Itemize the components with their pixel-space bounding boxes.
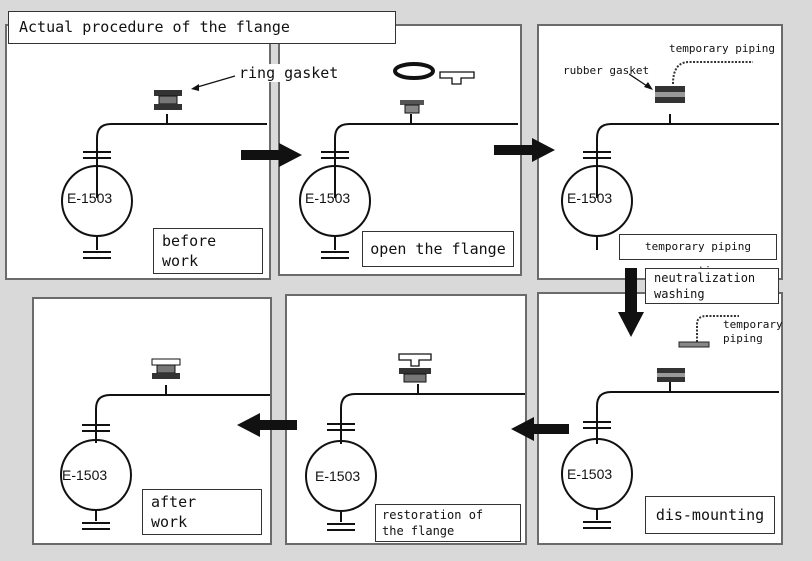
panel-dis-mounting: temporary piping E-1503 dis-mounting	[537, 292, 783, 545]
step-label-temporary-piping-mounting: temporary piping mounting	[619, 234, 777, 277]
arrow-right-1	[241, 143, 302, 167]
vessel-label: E-1503	[305, 190, 351, 206]
arrow-right-2	[494, 138, 555, 162]
panel-before-work: E-1503 before work	[5, 24, 271, 280]
flange-diagram-before	[61, 75, 267, 259]
arrow-left-2	[237, 413, 297, 437]
rubber-gasket-label: rubber gasket	[563, 64, 650, 77]
flange-with-rubber-gasket	[655, 86, 685, 103]
panel-open-flange: E-1503 open the flange	[278, 24, 522, 276]
ring-gasket-label: ring gasket	[237, 64, 341, 82]
page-title: Actual procedure of the flange	[8, 11, 396, 44]
arrow-down	[618, 268, 644, 337]
temporary-piping-removed-label: temporary piping	[723, 318, 783, 345]
neutralization-washing-note: neutralization washing	[645, 268, 779, 304]
step-label-dis-mounting: dis-mounting	[645, 496, 775, 534]
flange-diagram-temporary-piping	[561, 61, 779, 250]
step-label-restoration: restoration of the flange	[375, 504, 521, 542]
flange-closed	[154, 90, 182, 110]
step-label-before-work: before work	[153, 228, 263, 274]
vessel-label: E-1503	[67, 190, 113, 206]
arrow-left-1	[511, 417, 569, 441]
panel-after-work: E-1503 after work	[32, 297, 272, 545]
vessel-label: E-1503	[567, 190, 613, 206]
panel-restoration: E-1503 restoration of the flange	[285, 294, 527, 545]
vessel-label: E-1503	[315, 468, 361, 484]
flange-upper-half-removed	[439, 71, 475, 85]
ring-gasket-removed	[393, 62, 435, 80]
flange-diagram-open	[299, 62, 518, 259]
flange-lower-half	[400, 100, 424, 114]
flange-gasket-only	[657, 368, 685, 382]
step-label-open-flange: open the flange	[362, 231, 514, 267]
temporary-piping-label: temporary piping	[669, 42, 775, 55]
step-label-after-work: after work	[142, 489, 262, 535]
flange-lower-with-gasket	[399, 368, 431, 383]
flange-diagram-restoration	[305, 353, 525, 531]
temporary-piping-removed	[678, 315, 739, 348]
flange-diagram-after	[60, 358, 270, 530]
vessel-label: E-1503	[62, 467, 108, 483]
vessel-label: E-1503	[567, 466, 613, 482]
temporary-piping-line	[672, 61, 753, 85]
flange-upper-half-return	[398, 353, 432, 367]
flange-diagram-dis-mounting	[561, 315, 779, 529]
panel-temporary-piping: temporary piping rubber gasket E-1503 te…	[537, 24, 783, 280]
flange-restored	[151, 358, 181, 379]
